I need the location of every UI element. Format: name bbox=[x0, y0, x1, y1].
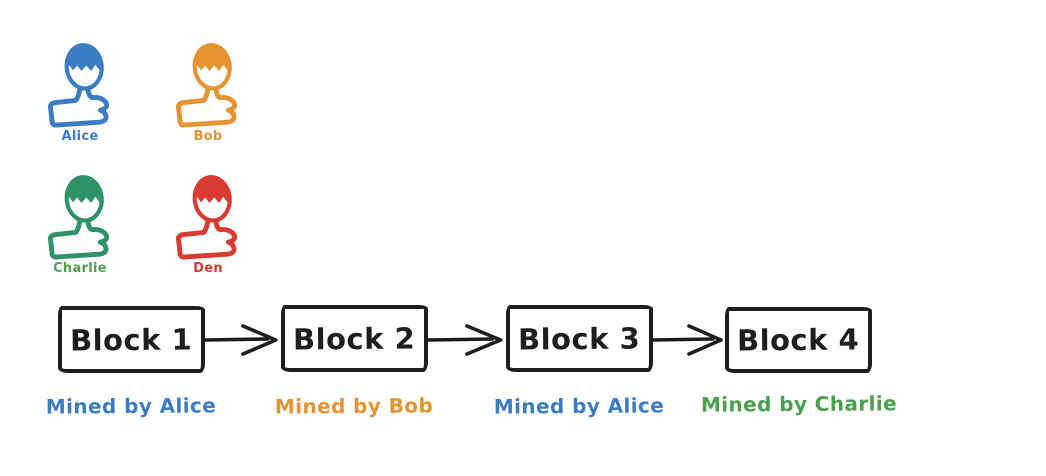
person-bust-icon bbox=[47, 43, 110, 128]
block-label: Block 3 bbox=[518, 320, 641, 357]
mined-by-label-2: Mined by Bob bbox=[274, 393, 434, 419]
block-4: Block 4 bbox=[725, 307, 872, 373]
miner-name-label: Alice bbox=[61, 129, 99, 144]
block-label: Block 1 bbox=[70, 321, 193, 358]
person-torso bbox=[175, 216, 238, 260]
block-1: Block 1 bbox=[58, 306, 205, 373]
miner-alice: Alice bbox=[42, 40, 118, 144]
person-torso bbox=[47, 84, 110, 128]
person-hair bbox=[67, 176, 102, 204]
person-bust-icon bbox=[175, 175, 238, 260]
arrow-right-icon bbox=[203, 324, 278, 356]
mined-by-label-3: Mined by Alice bbox=[493, 393, 665, 419]
miner-bob: Bob bbox=[170, 40, 246, 144]
person-bust-icon bbox=[47, 175, 110, 260]
person-torso bbox=[175, 84, 238, 128]
miner-den: Den bbox=[170, 172, 246, 276]
person-torso bbox=[47, 216, 110, 260]
miner-name-label: Charlie bbox=[53, 261, 107, 276]
mined-by-label-4: Mined by Charlie bbox=[700, 391, 898, 417]
person-hair bbox=[195, 44, 230, 72]
block-3: Block 3 bbox=[506, 305, 653, 372]
block-label: Block 4 bbox=[737, 322, 860, 358]
person-hair bbox=[67, 44, 102, 72]
mined-by-label-1: Mined by Alice bbox=[45, 393, 217, 419]
miner-name-label: Den bbox=[193, 261, 223, 276]
block-2: Block 2 bbox=[281, 305, 428, 372]
arrow-right-icon bbox=[650, 324, 723, 356]
miner-name-label: Bob bbox=[193, 129, 223, 144]
person-bust-icon bbox=[175, 43, 238, 128]
arrow-right-icon bbox=[426, 324, 503, 356]
miner-charlie: Charlie bbox=[42, 172, 118, 276]
block-label: Block 2 bbox=[293, 320, 416, 357]
person-hair bbox=[195, 176, 230, 204]
